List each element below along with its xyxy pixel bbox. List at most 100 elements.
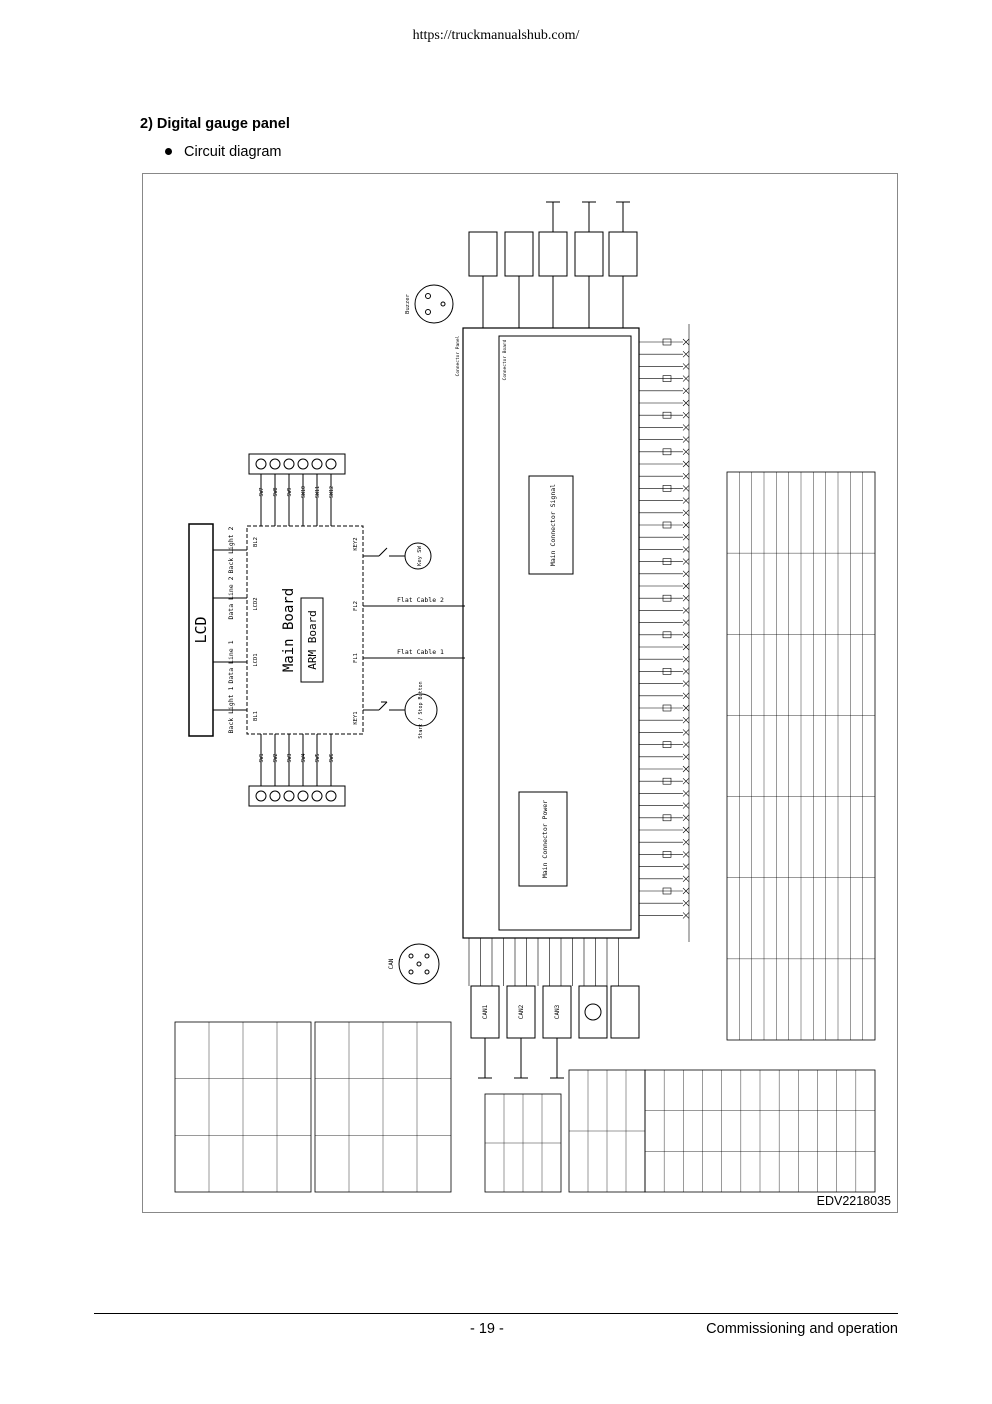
pin-cross (682, 485, 690, 492)
pin-circle (269, 458, 281, 470)
switch-connector-left (248, 785, 346, 807)
pin-cross (682, 741, 690, 748)
main-connector-box (462, 327, 640, 939)
main-connector-power-box (518, 791, 568, 887)
pin-cross (682, 546, 690, 553)
switch-label: SW9 (287, 487, 293, 496)
pin-circle (311, 458, 323, 470)
switch-label: SW3 (287, 753, 293, 762)
can-connector: CAN (388, 943, 440, 985)
table-main-connector-power (644, 1069, 876, 1193)
footer-title: Commissioning and operation (706, 1321, 898, 1337)
pin-cross (682, 716, 690, 724)
data-line-2-label: Data Line 2 (227, 576, 235, 619)
pin-circle (255, 790, 267, 802)
pin-cross (682, 790, 690, 797)
pin-cross (682, 582, 690, 590)
pin-cross (682, 631, 690, 639)
pin-cross (682, 533, 690, 541)
sensor-symbol (584, 1003, 602, 1021)
pin-circle (325, 458, 337, 470)
switch-label: SW11 (315, 486, 321, 498)
pin-cross (682, 838, 690, 846)
switch-label: SW2 (273, 753, 279, 762)
page-number: - 19 - (470, 1321, 504, 1337)
table-keys (484, 1093, 562, 1193)
bullet-item: Circuit diagram (165, 144, 282, 160)
pin-box (662, 521, 672, 529)
pin-cross (682, 704, 690, 712)
pin-cross (682, 643, 690, 651)
buzzer: Buzzer (405, 284, 454, 324)
circuit-diagram-figure: LCD Back Light 2 Data Line 2 Data Line 1… (142, 173, 898, 1213)
switch-label: SW6 (329, 753, 335, 762)
main-connector-signal-label: Main Connector Signal (549, 484, 557, 566)
pin-cross (682, 387, 690, 395)
pin-box (662, 704, 672, 712)
pin-box (662, 375, 672, 382)
lcd-box (188, 523, 214, 737)
bullet-icon (165, 147, 172, 155)
pin-cross (682, 851, 690, 858)
switch-connector-right (248, 453, 346, 475)
arm-board-box (300, 597, 324, 683)
pin-cross (682, 875, 690, 883)
pin-cross (682, 521, 690, 529)
svg-text:FL2: FL2 (353, 601, 359, 611)
lcd-label: LCD (192, 616, 210, 643)
switch-label: SW12 (329, 486, 335, 498)
pin-circle (297, 790, 309, 802)
switch-label: SW7 (259, 487, 265, 496)
svg-text:KEY2: KEY2 (353, 537, 359, 550)
pin-cross (682, 436, 690, 443)
sensor-box (610, 985, 640, 1039)
pin-cross (682, 607, 690, 614)
flat-cable-2-label: Flat Cable 2 (397, 596, 444, 604)
pin-circle (255, 458, 267, 470)
back-light-1-label: Back Light 1 (227, 686, 235, 733)
header-url[interactable]: https://truckmanualshub.com/ (412, 28, 580, 43)
svg-text:KEY1: KEY1 (353, 711, 359, 724)
svg-text:FL1: FL1 (353, 653, 359, 663)
pin-box (662, 594, 672, 602)
switch-label: SW10 (301, 486, 307, 498)
pin-cross (682, 655, 690, 663)
sensor-box (578, 985, 608, 1039)
pin-cross (682, 814, 690, 822)
table-left-1 (174, 1021, 312, 1193)
pin-cross (682, 472, 690, 480)
pin-box (662, 411, 672, 419)
switch-label: SW8 (273, 487, 279, 496)
pin-box (662, 668, 672, 675)
footer-rule (94, 1313, 898, 1314)
pin-cross (682, 753, 690, 761)
pin-box (662, 814, 672, 822)
pin-box (662, 631, 672, 639)
pin-cross (682, 448, 690, 456)
pin-cross (682, 912, 690, 919)
pin-circle (311, 790, 323, 802)
main-connector-signal-box (528, 475, 574, 575)
main-board-box (246, 525, 364, 735)
switch-label: SW5 (315, 753, 321, 762)
svg-text:Buzzer: Buzzer (405, 293, 411, 314)
pin-cross (682, 680, 690, 687)
flat-cable-1-label: Flat Cable 1 (397, 648, 444, 656)
pin-box (662, 851, 672, 858)
pin-cross (682, 619, 690, 626)
section-title: 2) Digital gauge panel (140, 116, 290, 132)
pin-cross (682, 509, 690, 517)
bullet-label: Circuit diagram (184, 144, 282, 160)
svg-text:Connector Board: Connector Board (502, 339, 508, 380)
arm-board-label: ARM Board (306, 610, 319, 670)
pin-circle (283, 790, 295, 802)
switch-label: SW4 (301, 753, 307, 762)
svg-text:CAN: CAN (388, 958, 395, 969)
pin-cross (682, 777, 690, 785)
pin-circle (325, 790, 337, 802)
pin-cross (682, 558, 690, 565)
start-stop-symbol (404, 693, 438, 727)
pin-cross (682, 668, 690, 675)
